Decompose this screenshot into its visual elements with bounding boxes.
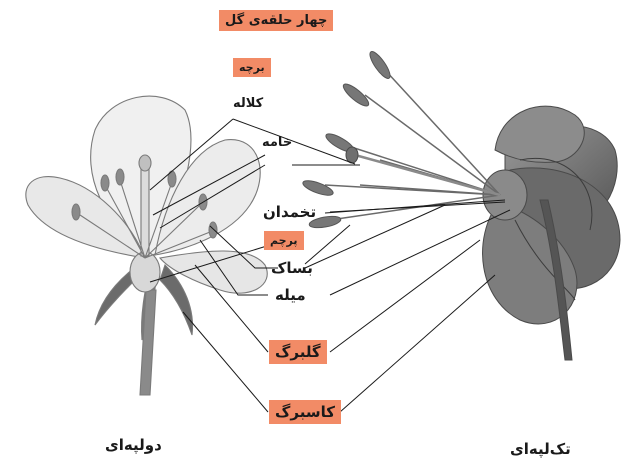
label-filament: میله — [275, 286, 306, 304]
label-ovary: تخمدان — [263, 203, 316, 221]
label-petal: گلبرگ — [269, 340, 327, 364]
title-four-whorls: چهار حلقه‌ی گل — [219, 10, 333, 31]
caption-monocot: تک‌لپه‌ای — [510, 440, 571, 458]
label-stamen: پرچم — [264, 231, 304, 250]
label-stigma: کلاله — [233, 96, 263, 111]
label-style: خامه — [262, 135, 292, 150]
caption-dicot: دولپه‌ای — [105, 436, 162, 454]
label-anther: بساک — [271, 259, 313, 277]
label-sepal: کاسبرگ — [269, 400, 341, 424]
label-bract: برچه — [233, 58, 271, 77]
